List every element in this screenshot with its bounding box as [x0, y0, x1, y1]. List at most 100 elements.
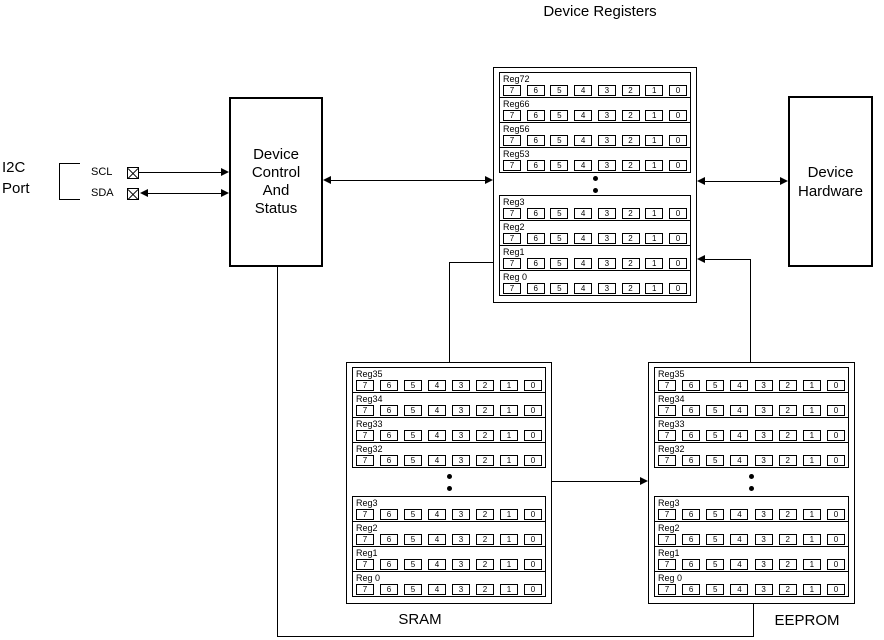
bit-cell-0: 0: [668, 135, 687, 146]
bit-cell-2: 2: [476, 509, 494, 520]
bit-cell-5: 5: [706, 430, 725, 441]
bit-cell-3: 3: [597, 283, 616, 294]
bit-cell-5: 5: [550, 283, 569, 294]
bit-cell-4: 4: [730, 584, 749, 595]
bit-cell-2: 2: [778, 380, 797, 391]
scl-arrowhead-right-icon: [221, 168, 229, 176]
bit-cell-1: 1: [500, 380, 518, 391]
register-label: Reg1: [658, 548, 680, 558]
bit-cell-0: 0: [826, 509, 845, 520]
bit-cell-3: 3: [452, 405, 470, 416]
bit-cell-1: 1: [802, 584, 821, 595]
bit-cell-5: 5: [404, 380, 422, 391]
bit-cell-5: 5: [706, 534, 725, 545]
register-label: Reg34: [356, 394, 383, 404]
bit-cell-4: 4: [428, 559, 446, 570]
bit-cell-1: 1: [645, 85, 664, 96]
register-label: Reg33: [356, 419, 383, 429]
bit-cell-1: 1: [802, 509, 821, 520]
bit-cell-7: 7: [658, 534, 676, 545]
bit-cell-5: 5: [550, 135, 569, 146]
register-label: Reg1: [503, 247, 525, 257]
ellipsis-dots-icon: [352, 468, 546, 496]
bit-cell-0: 0: [524, 509, 542, 520]
bit-cell-3: 3: [597, 160, 616, 171]
bit-cell-4: 4: [574, 233, 593, 244]
bit-cell-0: 0: [668, 258, 687, 269]
bit-cell-6: 6: [380, 584, 398, 595]
bit-cell-5: 5: [404, 584, 422, 595]
bit-cell-7: 7: [658, 559, 676, 570]
device-control-label-line2: Control: [251, 164, 301, 181]
bit-cell-7: 7: [356, 455, 374, 466]
bit-cell-7: 7: [356, 380, 374, 391]
bit-cell-0: 0: [826, 534, 845, 545]
eeprom-registers-hline: [705, 259, 751, 260]
sda-signal-label: SDA: [91, 187, 114, 199]
sram-eeprom-arrowhead-right-icon: [640, 477, 648, 485]
bit-cell-6: 6: [682, 584, 701, 595]
bit-cell-0: 0: [524, 380, 542, 391]
bit-cell-6: 6: [380, 455, 398, 466]
bit-cell-7: 7: [503, 208, 521, 219]
eeprom-registers-vline: [750, 259, 751, 362]
register-label: Reg33: [658, 419, 685, 429]
sda-pin-icon: [127, 188, 139, 200]
register-label: Reg2: [356, 523, 378, 533]
bit-cell-6: 6: [682, 405, 701, 416]
bit-cell-7: 7: [356, 559, 374, 570]
bit-cell-1: 1: [500, 534, 518, 545]
bit-cell-6: 6: [682, 534, 701, 545]
bit-cell-4: 4: [574, 135, 593, 146]
bit-cell-2: 2: [778, 559, 797, 570]
bit-cell-6: 6: [380, 534, 398, 545]
bit-cell-0: 0: [524, 430, 542, 441]
bit-cell-7: 7: [658, 584, 676, 595]
bit-cell-1: 1: [645, 160, 664, 171]
bit-cell-2: 2: [476, 455, 494, 466]
bit-cell-3: 3: [754, 405, 773, 416]
bit-cell-0: 0: [668, 283, 687, 294]
bit-cell-6: 6: [380, 405, 398, 416]
bit-cell-6: 6: [682, 559, 701, 570]
bit-cell-7: 7: [356, 509, 374, 520]
bit-cell-0: 0: [524, 405, 542, 416]
bit-cell-6: 6: [380, 430, 398, 441]
registers-hardware-line: [705, 181, 780, 182]
device-control-block: Device Control And Status: [229, 97, 323, 267]
i2c-port-label-line1: I2C: [2, 159, 26, 176]
bit-cell-4: 4: [730, 405, 749, 416]
control-bottom-vline: [277, 267, 278, 637]
bit-cell-5: 5: [550, 85, 569, 96]
bit-cell-7: 7: [356, 584, 374, 595]
bit-cell-7: 7: [503, 258, 521, 269]
bit-cell-3: 3: [754, 509, 773, 520]
bit-cell-3: 3: [754, 534, 773, 545]
bit-cell-5: 5: [706, 559, 725, 570]
bit-cell-7: 7: [356, 534, 374, 545]
bit-cell-3: 3: [754, 584, 773, 595]
sda-arrowhead-right-icon: [221, 189, 229, 197]
bit-cell-4: 4: [428, 430, 446, 441]
